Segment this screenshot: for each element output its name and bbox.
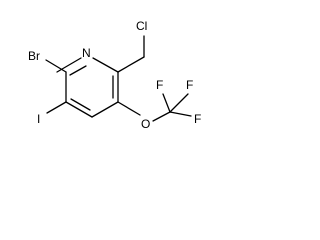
bond-c5-o: [117, 101, 141, 116]
atom-fluorine-top-right: F: [186, 78, 193, 92]
bond-c4-c3: [65, 101, 93, 118]
bond-cf3-f-top-right: [169, 93, 189, 113]
bond-c2-br: [45, 59, 67, 73]
bond-c5-c4: [91, 101, 119, 118]
bond-c6-ch2: [117, 56, 145, 73]
double-bond-n1-c2: [69, 65, 87, 76]
atom-oxygen: O: [141, 117, 150, 131]
atom-bromine: Br: [28, 49, 40, 63]
bond-cf3-f-top-left: [162, 93, 171, 113]
atom-iodine: I: [37, 112, 40, 126]
atom-chlorine: Cl: [136, 19, 147, 33]
double-bond-c4-c3: [70, 98, 91, 111]
atom-fluorine-top-left: F: [156, 78, 163, 92]
bond-cf3-f-right: [169, 111, 192, 117]
bond-c2-n1: [56, 57, 82, 73]
bond-n1-c6: [92, 57, 119, 73]
molecule-structure: Br N Cl I O F F F: [28, 19, 201, 131]
atom-nitrogen: N: [82, 46, 91, 60]
bond-c3-i: [46, 101, 67, 114]
bond-o-cf3: [152, 111, 171, 122]
atom-fluorine-right: F: [194, 112, 201, 126]
